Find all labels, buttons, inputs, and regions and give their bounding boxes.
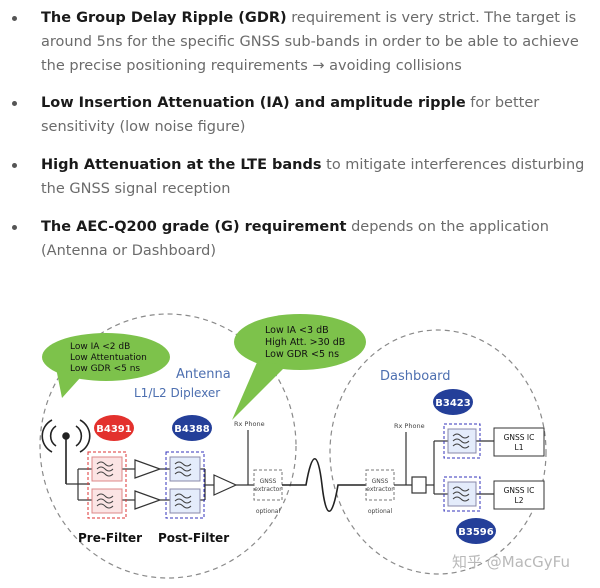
speech-bubble-center: Low IA <3 dB High Att. >30 dB Low GDR <5… <box>232 314 366 420</box>
badge-b3423: B3423 <box>433 389 473 415</box>
gnss-ic-l2: GNSS IC L2 <box>493 480 545 510</box>
antenna-label: Antenna <box>176 367 231 382</box>
bullet-dot <box>12 16 17 21</box>
bubble-left-line: Low Attentuation <box>70 353 147 363</box>
svg-text:GNSS IC: GNSS IC <box>504 433 535 442</box>
svg-text:L1: L1 <box>515 443 524 452</box>
svg-text:GNSS: GNSS <box>260 478 277 485</box>
antenna-icon <box>41 419 91 484</box>
badge-b4391: B4391 <box>94 415 134 441</box>
bullet-dot <box>12 225 17 230</box>
post-filter-label: Post-Filter <box>158 531 229 545</box>
speech-bubble-left: Low IA <2 dB Low Attentuation Low GDR <5… <box>42 333 170 398</box>
svg-text:B3596: B3596 <box>458 527 493 538</box>
svg-text:optional: optional <box>256 508 281 515</box>
gnss-extractor-left: GNSS extractor optional <box>253 469 283 515</box>
svg-text:extractor: extractor <box>366 486 394 493</box>
gnss-ic-l1: GNSS IC L1 <box>493 427 545 457</box>
diplexer-label: L1/L2 Diplexer <box>134 386 220 400</box>
svg-text:GNSS IC: GNSS IC <box>504 486 535 495</box>
amplifier-icon <box>134 459 238 510</box>
antenna-region <box>39 313 297 579</box>
svg-text:GNSS: GNSS <box>372 478 389 485</box>
bubble-center-line: Low IA <3 dB <box>265 325 329 336</box>
bullet-bold: Low Insertion Attenuation (IA) and ampli… <box>41 95 466 111</box>
bullet-bold: The AEC-Q200 grade (G) requirement <box>41 219 347 235</box>
bullet-bold: High Attenuation at the LTE bands <box>41 157 322 173</box>
watermark: 知乎 @MacGyFu <box>452 553 570 571</box>
post-filter-block <box>165 451 205 519</box>
rx-phone-label: Rx Phone <box>394 422 425 430</box>
diplexer-filter-block <box>443 423 481 512</box>
badge-b3596: B3596 <box>456 518 496 544</box>
bullet-text: to mitigate interferences disturbing the… <box>41 157 585 197</box>
bullet-text: for better sensitivity (low noise figure… <box>41 95 540 135</box>
svg-text:B3423: B3423 <box>435 398 470 409</box>
bubble-left-line: Low GDR <5 ns <box>70 364 140 374</box>
dashboard-label: Dashboard <box>380 369 451 384</box>
svg-text:optional: optional <box>368 508 393 515</box>
pre-filter-block <box>87 451 127 519</box>
cable-line <box>282 458 366 512</box>
bullet-text: depends on the application (Antenna or D… <box>41 219 549 259</box>
bubble-center-line: Low GDR <5 ns <box>265 349 339 360</box>
svg-text:L2: L2 <box>515 496 524 505</box>
gnss-diplexer-diagram: Low IA <2 dB Low Attentuation Low GDR <5… <box>39 313 570 579</box>
bullet-dot <box>12 163 17 168</box>
bullet-dot <box>12 101 17 106</box>
bubble-left-line: Low IA <2 dB <box>70 342 130 352</box>
rx-phone-label: Rx Phone <box>234 420 265 428</box>
pre-filter-label: Pre-Filter <box>78 531 142 545</box>
gnss-extractor-right: GNSS extractor optional <box>365 469 395 515</box>
bubble-center-line: High Att. >30 dB <box>265 337 345 348</box>
svg-text:B4391: B4391 <box>96 424 131 435</box>
svg-text:B4388: B4388 <box>174 424 209 435</box>
bullet-bold: The Group Delay Ripple (GDR) <box>41 10 287 26</box>
wiring-right <box>394 432 494 495</box>
bullet-text: requirement is very strict. The target i… <box>41 10 579 74</box>
dashboard-region <box>329 329 547 575</box>
svg-text:extractor: extractor <box>254 486 282 493</box>
badge-b4388: B4388 <box>172 415 212 441</box>
